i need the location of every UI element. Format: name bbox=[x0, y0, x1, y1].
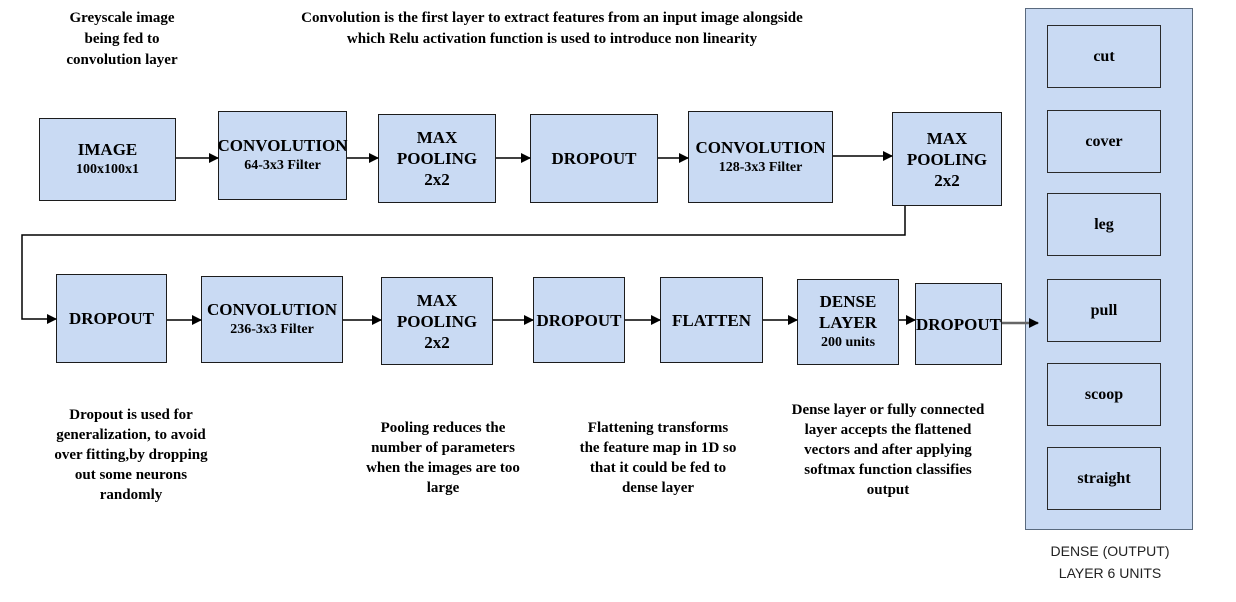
dense-output-layer bbox=[1025, 8, 1193, 530]
output-class-straight: straight bbox=[1047, 447, 1161, 510]
output-class-leg: leg bbox=[1047, 193, 1161, 256]
output-caption-line2: LAYER 6 UNITS bbox=[1058, 565, 1162, 581]
block-line: CONVOLUTION bbox=[695, 137, 826, 157]
block-line: 64-3x3 Filter bbox=[244, 158, 321, 173]
dropout-block-1: DROPOUT bbox=[530, 114, 658, 203]
block-line: LAYER bbox=[819, 313, 877, 332]
arrow-row-wrap bbox=[21, 206, 906, 324]
block-line: DENSE bbox=[819, 292, 877, 311]
block-line: 128-3x3 Filter bbox=[718, 159, 803, 175]
output-layer-caption: DENSE (OUTPUT) LAYER 6 UNITS bbox=[1010, 540, 1210, 584]
block-line: IMAGE bbox=[77, 140, 138, 159]
block-line: POOLING bbox=[396, 311, 478, 331]
output-class-cut: cut bbox=[1047, 25, 1161, 88]
dense-annotation: Dense layer or fully connected layer acc… bbox=[791, 402, 985, 498]
input-annotation: Greyscale image being fed to convolution… bbox=[66, 10, 178, 68]
dropout-block-4: DROPOUT bbox=[915, 283, 1002, 365]
block-line: MAX bbox=[926, 128, 968, 148]
dense-layer-block: DENSE LAYER 200 units bbox=[797, 279, 899, 365]
block-line: CONVOLUTION bbox=[217, 136, 348, 155]
block-line: MAX bbox=[416, 128, 458, 147]
block-line: 2x2 bbox=[424, 170, 450, 189]
block-line: 2x2 bbox=[424, 332, 450, 352]
convolution-annotation: Convolution is the first layer to extrac… bbox=[301, 10, 803, 47]
block-line: FLATTEN bbox=[671, 310, 752, 330]
block-line: 236-3x3 Filter bbox=[230, 322, 314, 337]
block-line: DROPOUT bbox=[916, 314, 1001, 334]
block-line: 100x100x1 bbox=[76, 162, 139, 177]
output-class-cover: cover bbox=[1047, 110, 1161, 173]
block-line: POOLING bbox=[396, 149, 478, 168]
block-line: DROPOUT bbox=[536, 310, 622, 330]
block-line: DROPOUT bbox=[551, 149, 637, 168]
max-pooling-block-1: MAX POOLING 2x2 bbox=[378, 114, 496, 203]
convolution-block-2: CONVOLUTION 128-3x3 Filter bbox=[688, 111, 833, 203]
block-line: MAX bbox=[416, 290, 458, 310]
dropout-block-2: DROPOUT bbox=[56, 274, 167, 363]
max-pooling-block-3: MAX POOLING 2x2 bbox=[381, 277, 493, 365]
pooling-annotation: Pooling reduces the number of parameters… bbox=[366, 420, 520, 496]
output-class-pull: pull bbox=[1047, 279, 1161, 342]
dropout-annotation: Dropout is used for generalization, to a… bbox=[54, 407, 208, 503]
max-pooling-block-2: MAX POOLING 2x2 bbox=[892, 112, 1002, 206]
block-line: 2x2 bbox=[934, 170, 960, 190]
block-line: DROPOUT bbox=[69, 309, 154, 328]
flatten-annotation: Flattening transforms the feature map in… bbox=[579, 420, 737, 496]
block-line: CONVOLUTION bbox=[206, 300, 337, 319]
convolution-block-1: CONVOLUTION 64-3x3 Filter bbox=[217, 111, 348, 200]
block-line: POOLING bbox=[906, 149, 988, 169]
image-input-block: IMAGE 100x100x1 bbox=[39, 118, 176, 201]
output-caption-line1: DENSE (OUTPUT) bbox=[1050, 543, 1170, 559]
convolution-block-3: CONVOLUTION 236-3x3 Filter bbox=[201, 276, 343, 363]
block-line: 200 units bbox=[820, 335, 876, 350]
output-class-scoop: scoop bbox=[1047, 363, 1161, 426]
dropout-block-3: DROPOUT bbox=[533, 277, 625, 363]
